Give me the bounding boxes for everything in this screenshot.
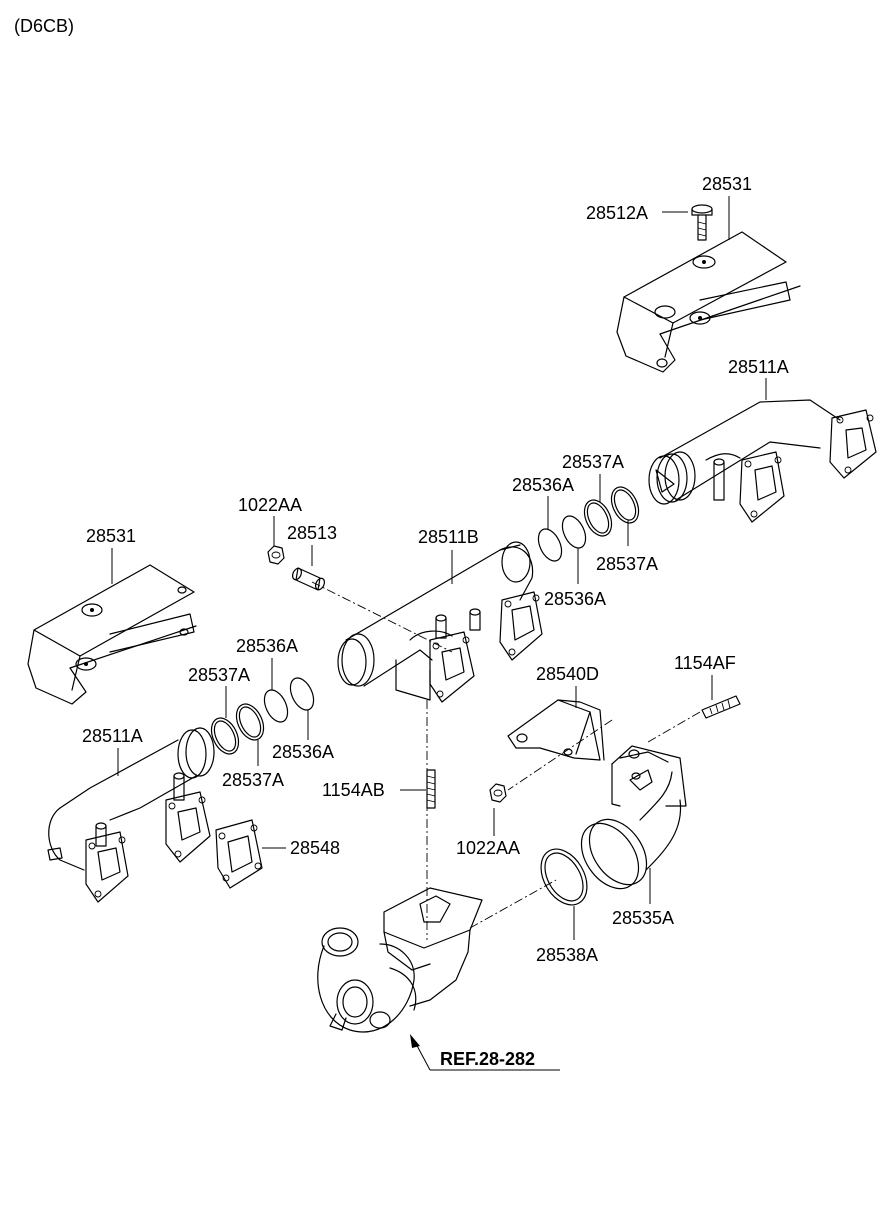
part-label-28531-left: 28531	[86, 526, 136, 546]
exhaust-manifold-left	[47, 727, 215, 903]
part-label-28511A-left: 28511A	[82, 726, 143, 746]
nut-1022AA-bottom	[489, 783, 507, 803]
part-label-28537A-upper-b: 28537A	[596, 554, 658, 574]
part-label-28537A-lower-a: 28537A	[188, 665, 250, 685]
part-label-28535A: 28535A	[612, 908, 674, 928]
nut-1022AA-top	[267, 545, 285, 565]
part-label-28536A-upper-b: 28536A	[544, 589, 606, 609]
part-label-28511A-right: 28511A	[728, 357, 789, 377]
part-label-28540D: 28540D	[536, 664, 599, 684]
stud-1154AB	[426, 769, 436, 809]
bolt-28512A	[691, 204, 713, 241]
engine-code-header: (D6CB)	[14, 16, 74, 36]
part-label-28536A-lower-b: 28536A	[272, 742, 334, 762]
elbow-pipe-28535A	[580, 745, 687, 890]
part-label-28513: 28513	[287, 523, 337, 543]
gasket-ring-28538A	[540, 848, 588, 906]
part-label-28537A-upper-a: 28537A	[562, 452, 624, 472]
exhaust-manifold-right	[648, 399, 877, 523]
part-label-28536A-lower-a: 28536A	[236, 636, 298, 656]
leader-lines	[111, 196, 767, 1071]
heat-shield-left	[27, 564, 197, 705]
stud-1154AF	[701, 695, 741, 719]
part-label-28548: 28548	[290, 838, 340, 858]
part-label-1154AB: 1154AB	[322, 780, 385, 800]
part-label-28512A: 28512A	[586, 203, 648, 223]
exhaust-manifold-center	[337, 541, 543, 703]
turbocharger	[317, 887, 483, 1033]
part-label-28531-top: 28531	[702, 174, 752, 194]
heat-shield-top-right	[616, 231, 801, 373]
assembly-center-lines	[311, 581, 701, 940]
sealing-rings-right	[537, 486, 640, 562]
part-label-28536A-upper-a: 28536A	[512, 475, 574, 495]
sleeve-28513	[291, 567, 326, 591]
part-label-28538A: 28538A	[536, 945, 598, 965]
sealing-rings-left	[210, 677, 315, 755]
part-label-1022AA-bottom: 1022AA	[456, 838, 520, 858]
part-label-28537A-lower-b: 28537A	[222, 770, 284, 790]
gasket-28548	[215, 819, 263, 889]
part-label-28511B: 28511B	[418, 527, 479, 547]
part-label-1154AF: 1154AF	[674, 653, 736, 673]
part-label-1022AA-top: 1022AA	[238, 495, 302, 515]
bracket-28540D	[507, 699, 605, 761]
reference-label-turbocharger[interactable]: REF.28-282	[440, 1049, 535, 1069]
